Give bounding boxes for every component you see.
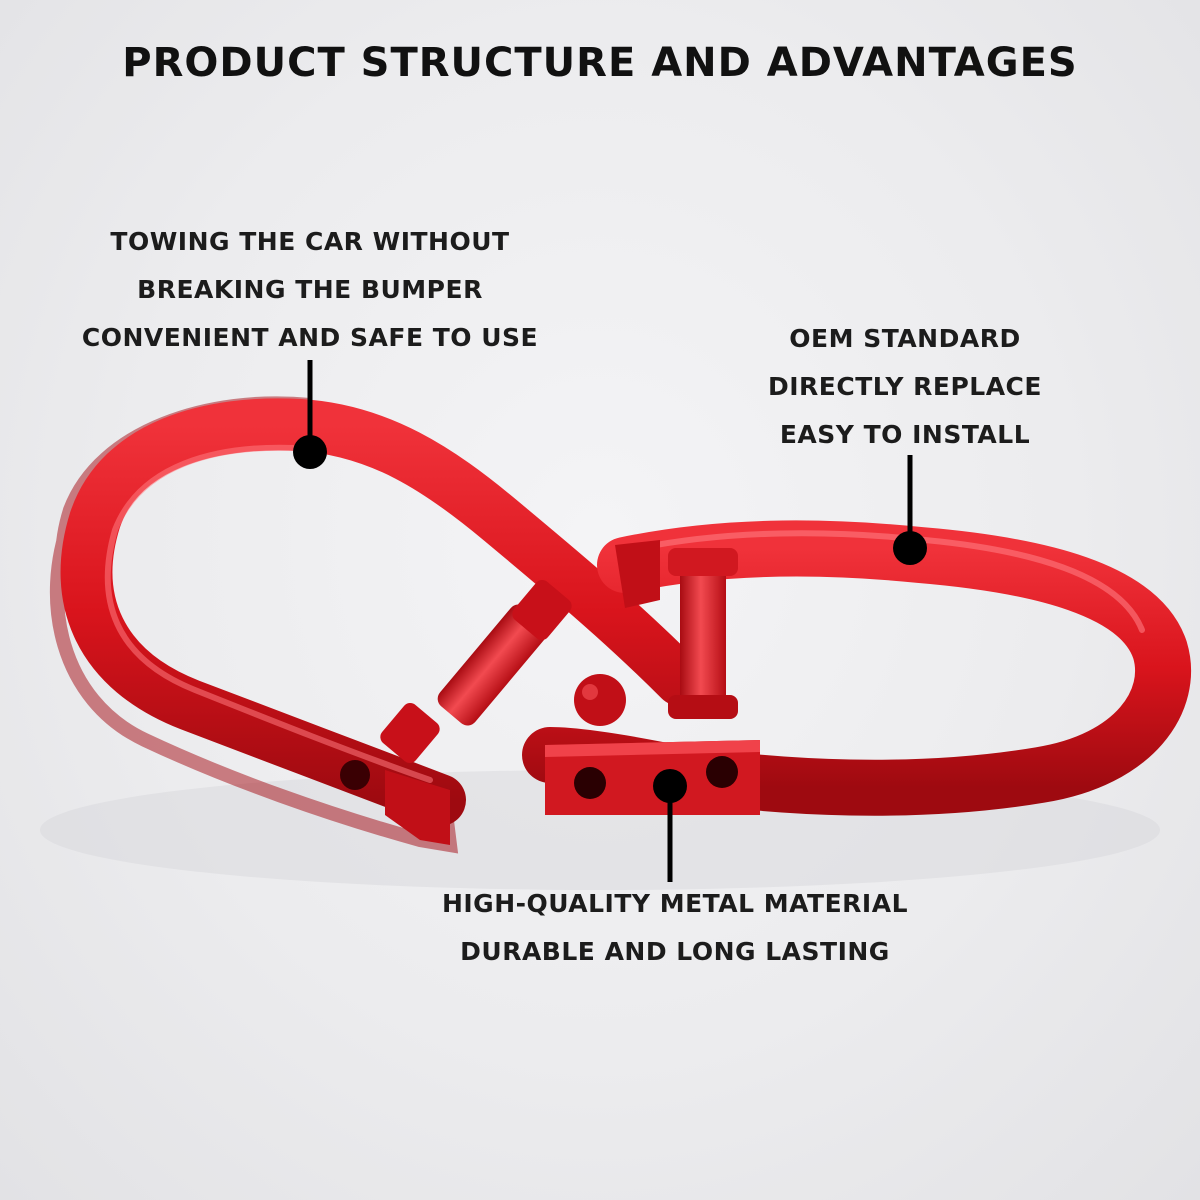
page-title: PRODUCT STRUCTURE AND ADVANTAGES (122, 40, 1078, 86)
oem-pointer (893, 455, 927, 565)
callout-towing: TOWING THE CAR WITHOUT BREAKING THE BUMP… (60, 218, 560, 362)
callout-material: HIGH-QUALITY METAL MATERIAL DURABLE AND … (400, 880, 950, 976)
callout-oem-line-2: DIRECTLY REPLACE (768, 372, 1042, 401)
callout-material-line-2: DURABLE AND LONG LASTING (460, 937, 890, 966)
callout-oem: OEM STANDARD DIRECTLY REPLACE EASY TO IN… (740, 315, 1070, 459)
callout-towing-line-2: BREAKING THE BUMPER (137, 275, 483, 304)
callout-oem-line-1: OEM STANDARD (789, 324, 1021, 353)
callout-towing-line-1: TOWING THE CAR WITHOUT (110, 227, 510, 256)
callout-oem-line-3: EASY TO INSTALL (779, 420, 1031, 449)
material-pointer (653, 769, 687, 882)
callout-towing-line-3: CONVENIENT AND SAFE TO USE (81, 323, 539, 352)
towing-pointer (293, 360, 327, 469)
callout-material-line-1: HIGH-QUALITY METAL MATERIAL (441, 889, 909, 918)
left-tow-hook (49, 396, 706, 854)
